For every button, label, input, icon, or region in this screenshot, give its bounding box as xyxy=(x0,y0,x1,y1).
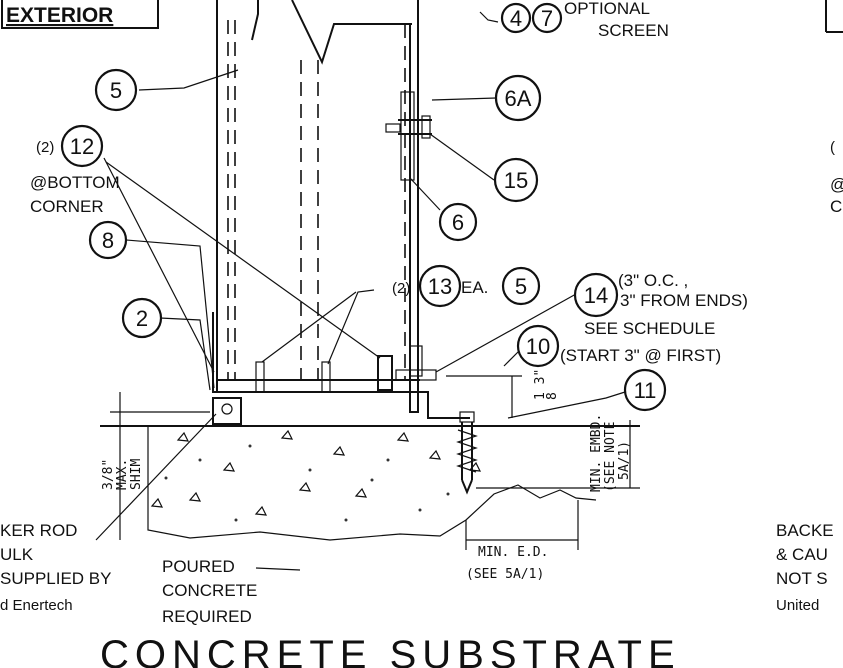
svg-text:5: 5 xyxy=(110,78,122,103)
svg-text:MAX.: MAX. xyxy=(115,459,130,490)
callout-bubble-12: 12 xyxy=(60,124,104,168)
embedment-dimension-text: MIN. EMBD. (SEE NOTE 5A/1) xyxy=(589,414,632,492)
bottom-note: @BOTTOM xyxy=(30,173,120,192)
shim-dimension-text: 3/8" MAX. SHIM xyxy=(101,459,144,490)
poured-note-1: POURED xyxy=(162,557,235,576)
svg-text:5A/1): 5A/1) xyxy=(617,441,632,480)
callout-bubble-8: 8 xyxy=(88,220,128,260)
start-note: (START 3" @ FIRST) xyxy=(560,346,721,365)
callout-bubble-13: 13 xyxy=(418,264,462,308)
poured-note-3: REQUIRED xyxy=(162,607,252,626)
svg-text:8: 8 xyxy=(102,228,114,253)
callout-bubble-7: 7 xyxy=(531,2,563,34)
svg-text:5: 5 xyxy=(515,274,527,299)
svg-text:EXTERIOR: EXTERIOR xyxy=(6,4,113,27)
svg-text:8: 8 xyxy=(545,392,560,400)
callout-bubble-5-top: 5 xyxy=(94,68,138,112)
exterior-label: EXTERIOR xyxy=(1,0,159,29)
top-break-outline xyxy=(251,0,843,65)
screen-note: SCREEN xyxy=(598,21,669,40)
qty-note-12: (2) xyxy=(36,139,54,156)
optional-note: OPTIONAL xyxy=(564,0,650,18)
edge-distance-note-2: (SEE 5A/1) xyxy=(466,567,544,582)
svg-text:12: 12 xyxy=(70,134,94,159)
callout-bubble-11: 11 xyxy=(623,368,667,412)
backer-rod-note-4: d Enertech xyxy=(0,597,73,614)
backer-rod-note-3: SUPPLIED BY xyxy=(0,569,112,588)
right-note-1: BACKE xyxy=(776,521,834,540)
svg-text:14: 14 xyxy=(584,283,608,308)
leader-lines xyxy=(95,11,626,571)
right-note-2: & CAU xyxy=(776,545,828,564)
right-note-4: United xyxy=(776,597,819,614)
corner-note: CORNER xyxy=(30,197,104,216)
dimension-lines xyxy=(110,375,640,550)
callout-bubble-2: 2 xyxy=(121,297,163,339)
svg-text:11: 11 xyxy=(634,378,657,403)
svg-text:7: 7 xyxy=(541,6,553,31)
callout-bubble-15: 15 xyxy=(493,157,539,203)
callout-bubble-14: 14 xyxy=(573,272,619,318)
svg-text:6: 6 xyxy=(452,210,464,235)
svg-text:(SEE NOTE: (SEE NOTE xyxy=(603,422,618,492)
frame-verticals xyxy=(216,0,419,410)
poured-note-2: CONCRETE xyxy=(162,581,257,600)
svg-text:15: 15 xyxy=(504,168,528,193)
svg-text:13: 13 xyxy=(428,274,452,299)
right-clipped-3: C xyxy=(830,197,842,216)
drawing-title: CONCRETE SUBSTRATE xyxy=(100,633,681,668)
qty-note-13: (2) xyxy=(392,280,410,297)
sill-channel xyxy=(212,312,470,419)
svg-text:MIN. EMBD.: MIN. EMBD. xyxy=(589,414,604,492)
svg-text:1 3": 1 3" xyxy=(533,369,548,400)
right-clipped-2: @ xyxy=(830,175,843,194)
edge-distance-note-1: MIN. E.D. xyxy=(478,545,548,560)
backer-rod-note-2: ULK xyxy=(0,545,34,564)
backer-rod-block xyxy=(212,397,242,425)
callout-bubble-6a: 6A xyxy=(494,74,542,122)
svg-text:SHIM: SHIM xyxy=(129,459,144,490)
svg-text:6A: 6A xyxy=(505,86,532,111)
right-clipped-1: ( xyxy=(830,139,835,156)
callout-bubble-10: 10 xyxy=(516,324,560,368)
backer-rod-note-1: KER ROD xyxy=(0,521,77,540)
see-schedule-note: SEE SCHEDULE xyxy=(584,319,715,338)
svg-text:3/8": 3/8" xyxy=(101,459,116,490)
callout-bubble-4: 4 xyxy=(500,2,532,34)
concrete-anchor xyxy=(456,411,478,495)
right-note-3: NOT S xyxy=(776,569,828,588)
screen-clip xyxy=(385,91,432,181)
each-note: EA. xyxy=(461,278,488,297)
svg-text:2: 2 xyxy=(136,306,148,331)
height-dimension-text: 1 3" 8 xyxy=(533,369,560,400)
spacing-note-1: (3" O.C. , xyxy=(618,271,688,290)
svg-text:10: 10 xyxy=(526,334,550,359)
spacing-note-2: 3" FROM ENDS) xyxy=(620,291,748,310)
callout-bubble-6: 6 xyxy=(438,202,478,242)
callout-bubble-5-mid: 5 xyxy=(501,266,541,306)
concrete-slab xyxy=(100,425,640,541)
svg-text:4: 4 xyxy=(510,6,522,31)
sill-screws xyxy=(255,355,437,393)
